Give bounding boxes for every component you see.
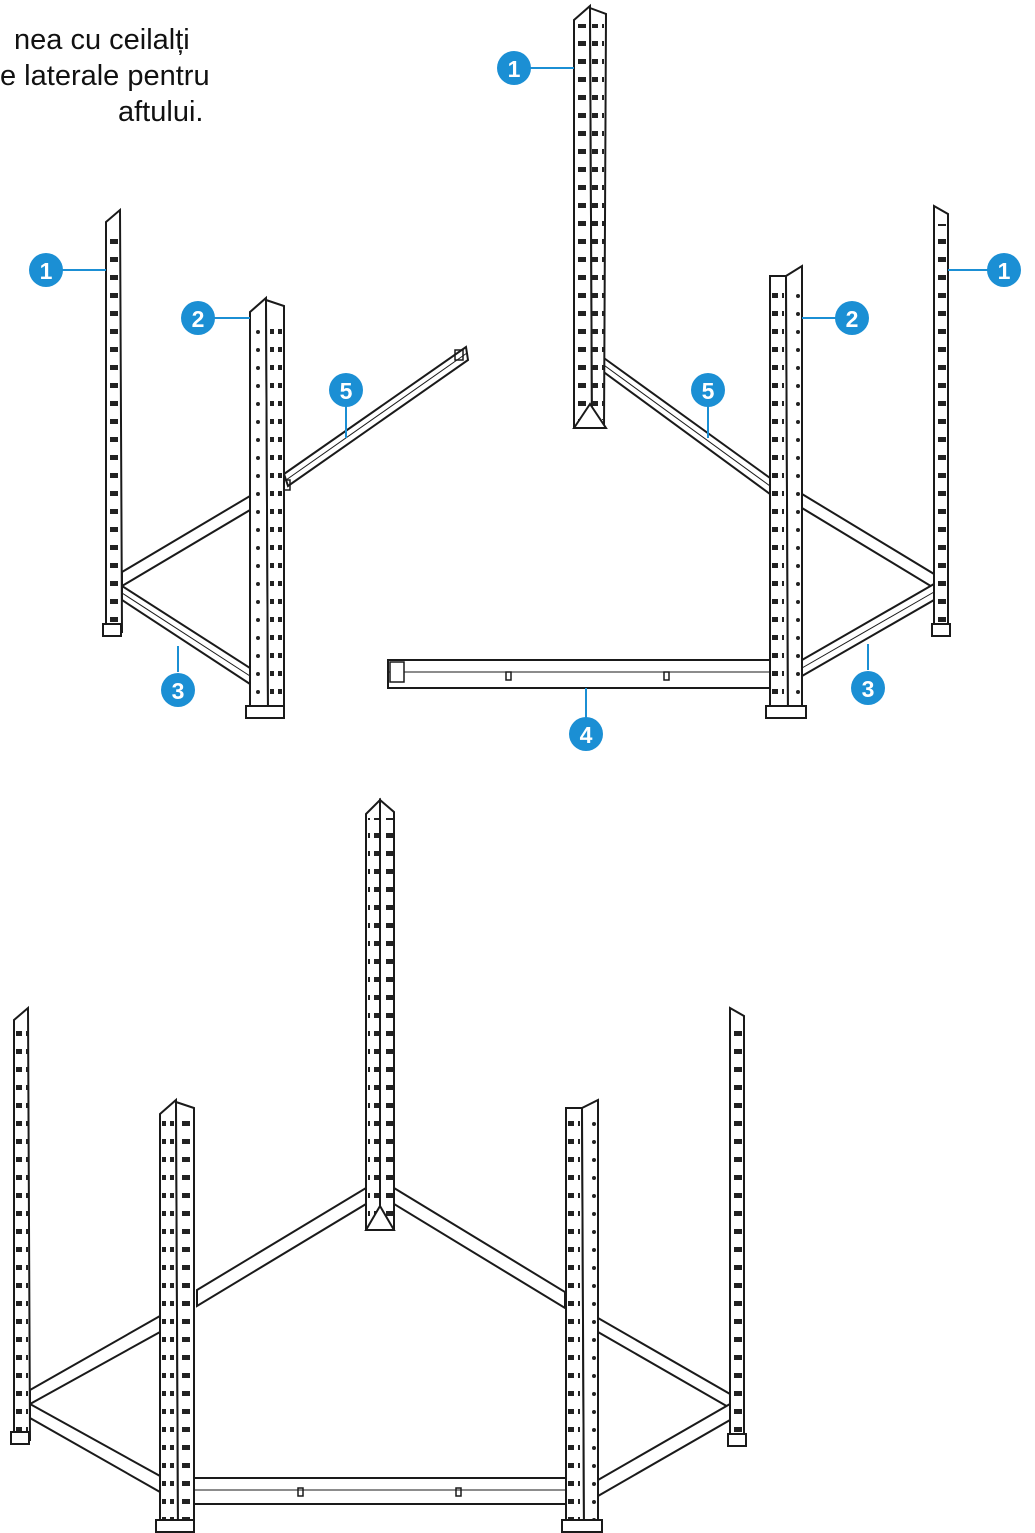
svg-text:2: 2 <box>192 306 205 332</box>
svg-text:2: 2 <box>846 306 859 332</box>
callout-badges: 1 2 5 3 1 1 2 5 <box>29 51 1021 751</box>
callout-1-top: 1 <box>497 51 531 85</box>
beam-side-right <box>597 1316 731 1410</box>
beam-front-right <box>597 1402 731 1498</box>
leader-lines <box>62 67 988 718</box>
beam-side-left <box>29 1314 161 1406</box>
beam-4-front <box>387 659 771 689</box>
instruction-line-2: e laterale pentru <box>0 60 210 92</box>
instruction-text: nea cu ceilalți e laterale pentru aftulu… <box>0 22 300 130</box>
callout-4-front: 4 <box>569 717 603 751</box>
upper-left-assembly <box>102 207 470 719</box>
upright-far-left <box>10 1005 32 1445</box>
upright-front-left <box>155 1097 195 1533</box>
svg-text:5: 5 <box>340 378 353 404</box>
callout-1-upper-left: 1 <box>29 253 63 287</box>
svg-text:3: 3 <box>862 676 875 702</box>
upright-far-right <box>727 1006 747 1447</box>
instruction-line-1: nea cu ceilalți <box>14 24 190 56</box>
beam-side-upper-right <box>801 492 935 590</box>
beam-rear-left <box>196 1186 367 1308</box>
combined-assembly <box>10 797 747 1533</box>
callout-5-right: 5 <box>691 373 725 407</box>
svg-text:5: 5 <box>702 378 715 404</box>
callout-2-upper-left: 2 <box>181 301 215 335</box>
upright-1-right <box>931 204 951 637</box>
upright-center <box>364 797 396 1231</box>
beam-side-upper-left <box>121 494 251 588</box>
callout-2-right: 2 <box>835 301 869 335</box>
upright-front-right <box>561 1098 603 1533</box>
upright-2-right <box>765 264 807 719</box>
beam-front-center <box>193 1477 567 1505</box>
svg-text:1: 1 <box>998 258 1011 284</box>
upright-2-upper-left <box>245 295 285 719</box>
callout-1-right: 1 <box>987 253 1021 287</box>
beam-front-left <box>29 1402 161 1494</box>
upper-right-assembly <box>387 3 951 719</box>
svg-text:1: 1 <box>40 258 53 284</box>
svg-text:4: 4 <box>580 722 593 748</box>
svg-text:1: 1 <box>508 56 521 82</box>
callout-3-right: 3 <box>851 671 885 705</box>
svg-text:3: 3 <box>172 678 185 704</box>
beam-rear-right <box>393 1186 566 1310</box>
callout-5-upper-left: 5 <box>329 373 363 407</box>
upright-1-upper-left <box>102 207 124 637</box>
instruction-line-3: aftului. <box>118 96 204 128</box>
upright-1-top <box>572 3 608 429</box>
callout-3-upper-left: 3 <box>161 673 195 707</box>
